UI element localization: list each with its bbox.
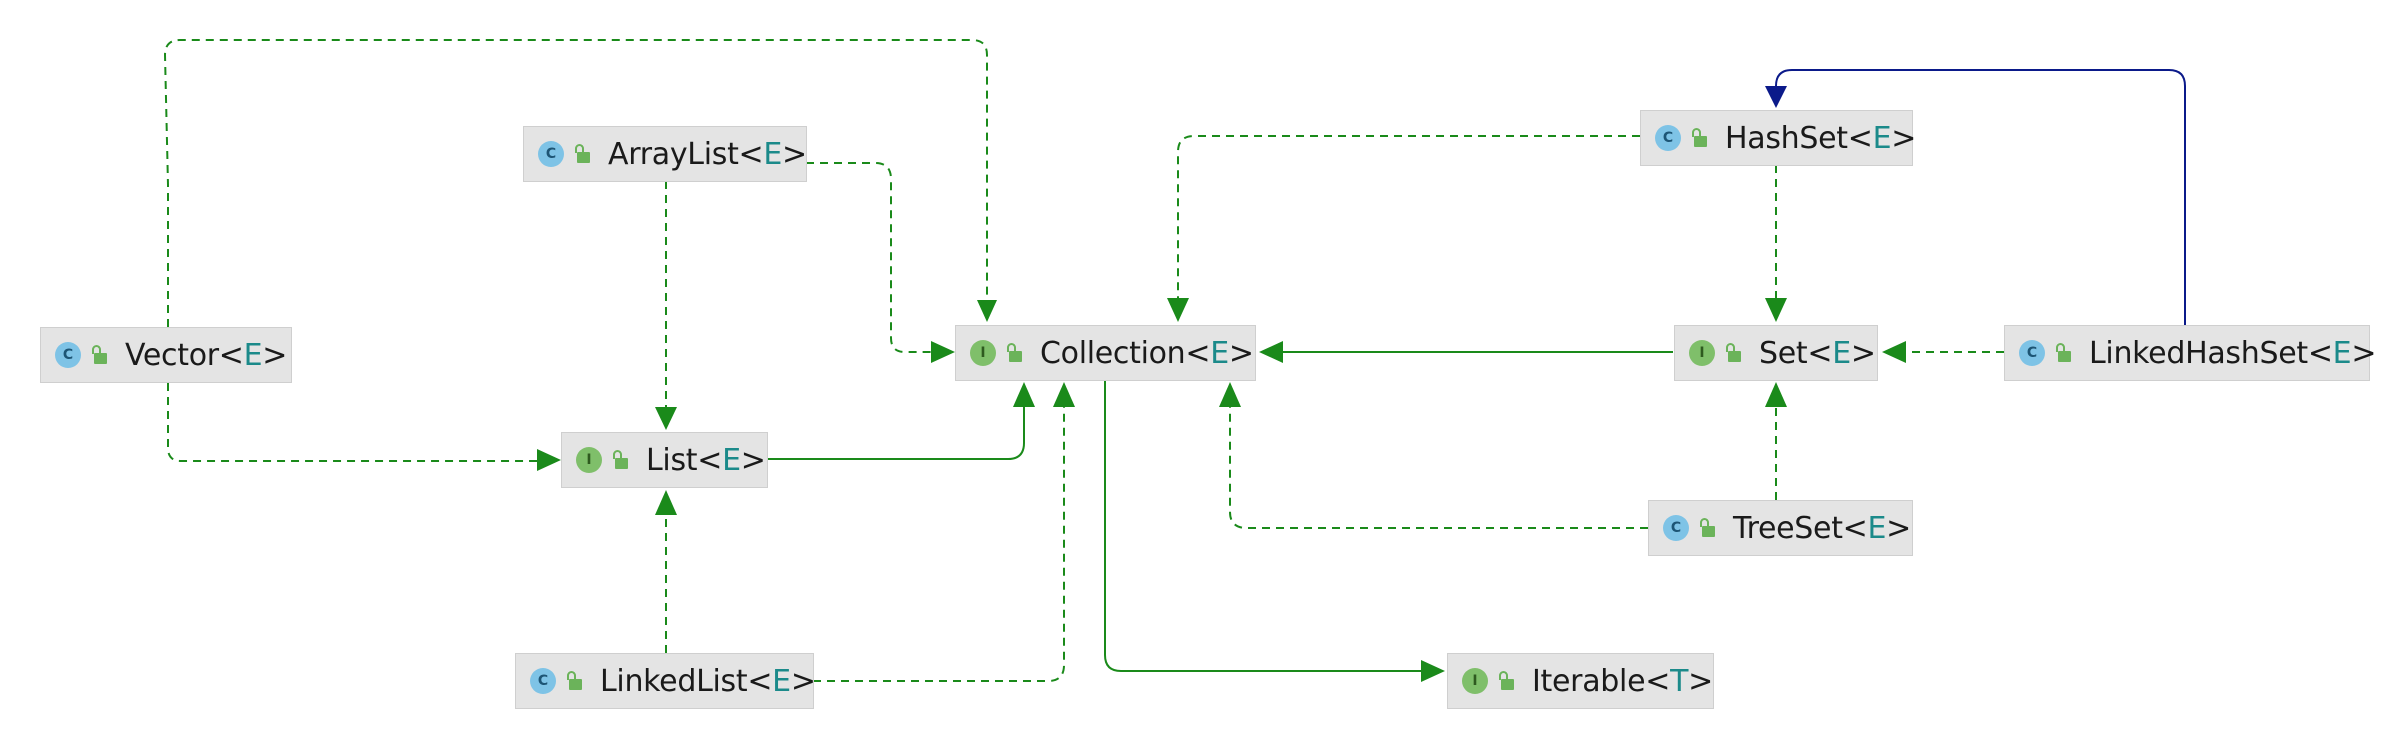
arrowhead-linkedhashset-set [1882,341,1906,363]
class-icon: C [530,668,556,694]
arrowhead-vector-list [537,449,561,471]
node-vector[interactable]: C Vector<E> [40,327,292,383]
node-list[interactable]: I List<E> [561,432,768,488]
node-label: LinkedHashSet<E> [2089,335,2377,371]
arrowhead-hashset-set [1765,298,1787,322]
public-lock-icon [612,450,628,470]
arrowhead-hashset-collection [1167,298,1189,322]
arrowhead-collection-iterable [1421,660,1445,682]
interface-icon: I [576,447,602,473]
public-lock-icon [1699,518,1715,538]
arrowhead-linkedlist-list [655,490,677,515]
arrowhead-set-collection [1259,341,1283,363]
interface-icon: I [970,340,996,366]
class-icon: C [538,141,564,167]
class-icon: C [2019,340,2045,366]
edge-collection-iterable [1104,381,1426,672]
arrowhead-linkedhashset-hashset [1765,86,1787,108]
edge-vector-collection [163,39,988,327]
edge-list-collection [767,400,1025,460]
edge-arraylist-collection [806,162,949,353]
arrowhead-treeset-set [1765,382,1787,407]
interface-icon: I [1462,668,1488,694]
class-icon: C [1663,515,1689,541]
node-label: Collection<E> [1040,335,1254,371]
class-icon: C [1655,125,1681,151]
public-lock-icon [566,671,582,691]
node-collection[interactable]: I Collection<E> [955,325,1256,381]
node-hashset[interactable]: C HashSet<E> [1640,110,1917,166]
edge-hashset-collection [1177,135,1640,304]
node-label: ArrayList<E> [608,136,807,172]
node-label: List<E> [646,442,766,478]
arrowhead-arraylist-collection [931,341,955,363]
edge-treeset-collection [1229,400,1648,529]
arrowhead-vector-collection [977,300,997,322]
public-lock-icon [1498,671,1514,691]
class-icon: C [55,342,81,368]
node-label: HashSet<E> [1725,120,1917,156]
node-label: TreeSet<E> [1733,510,1912,546]
node-treeset[interactable]: C TreeSet<E> [1648,500,1913,556]
public-lock-icon [1006,343,1022,363]
node-set[interactable]: I Set<E> [1674,325,1878,381]
public-lock-icon [91,345,107,365]
arrowhead-treeset-collection [1219,382,1241,407]
edge-linkedlist-collection [813,400,1065,682]
node-iterable[interactable]: I Iterable<T> [1447,653,1714,709]
public-lock-icon [1725,343,1741,363]
edge-linkedhashset-hashset [1775,69,2186,325]
node-label: LinkedList<E> [600,663,816,699]
node-label: Vector<E> [125,337,288,373]
interface-icon: I [1689,340,1715,366]
node-linkedlist[interactable]: C LinkedList<E> [515,653,816,709]
arrowhead-arraylist-list [655,407,677,430]
node-label: Set<E> [1759,335,1876,371]
node-label: Iterable<T> [1532,663,1713,699]
public-lock-icon [1691,128,1707,148]
edge-vector-list [167,383,557,462]
arrowhead-linkedlist-collection [1053,382,1075,407]
node-linkedhashset[interactable]: C LinkedHashSet<E> [2004,325,2376,381]
public-lock-icon [2055,343,2071,363]
arrowhead-list-collection [1013,382,1035,407]
public-lock-icon [574,144,590,164]
node-arraylist[interactable]: C ArrayList<E> [523,126,807,182]
